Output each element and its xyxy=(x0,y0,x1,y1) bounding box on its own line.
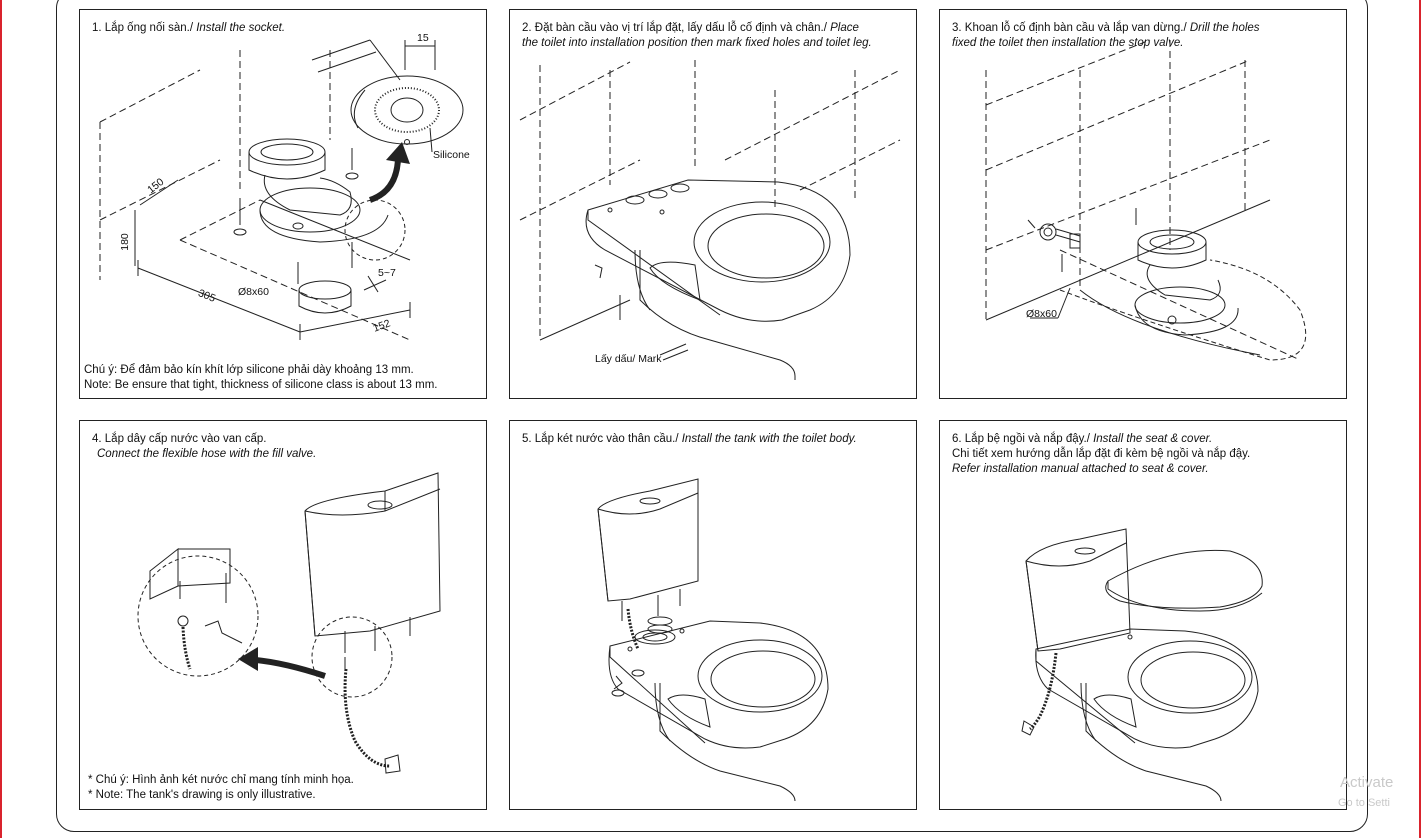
step-4-hose-drawing xyxy=(80,421,487,810)
mark-label-vi: Lấy dấu/ xyxy=(595,353,639,365)
step-1-note-vi: Chú ý: Để đảm bảo kín khít lớp silicone … xyxy=(84,364,414,376)
panel-step-1: 1. Lắp ống nối sàn./ Install the socket. xyxy=(79,9,487,399)
step-3-drill-drawing xyxy=(940,10,1347,399)
step-3-title: 3. Khoan lỗ cố định bàn cầu và lắp van d… xyxy=(952,21,1338,51)
gap-label: 5~7 xyxy=(378,267,396,279)
step-3-bolt-label: Ø8x60 xyxy=(1026,308,1057,320)
dim-180-label: 180 xyxy=(118,233,131,251)
activation-watermark-line-1: Activate xyxy=(1340,774,1394,791)
panel-step-4: 4. Lắp dây cấp nước vào van cấp. Connect… xyxy=(79,420,487,810)
step-1-title-vi: 1. Lắp ống nối sàn./ xyxy=(92,22,197,34)
panel-step-6: 6. Lắp bệ ngồi và nắp đậy./ Install the … xyxy=(939,420,1347,810)
mark-label-en: Mark xyxy=(638,353,662,365)
step-1-title: 1. Lắp ống nối sàn./ Install the socket. xyxy=(92,21,478,36)
mark-label: Lấy dấu/ Mark xyxy=(595,353,662,365)
step-5-tank-drawing xyxy=(510,421,917,810)
step-1-note-en-prefix: Note: xyxy=(84,379,112,391)
step-3-title-en-1: Drill the holes xyxy=(1189,22,1260,34)
activation-watermark-line-2: Go to Setti xyxy=(1338,797,1390,809)
step-2-title-en-1: Place xyxy=(830,22,859,34)
step-1-note-en: Be ensure that tight, thickness of silic… xyxy=(111,379,438,391)
step-4-note: * Chú ý: Hình ảnh két nước chỉ mang tính… xyxy=(88,773,482,803)
silicone-label: Silicone xyxy=(433,149,470,161)
panel-step-3: 3. Khoan lỗ cố định bàn cầu và lắp van d… xyxy=(939,9,1347,399)
panel-step-2: 2. Đặt bàn cầu vào vị trí lắp đặt, lấy d… xyxy=(509,9,917,399)
step-2-title-vi: 2. Đặt bàn cầu vào vị trí lắp đặt, lấy d… xyxy=(522,22,831,34)
step-4-note-en: * Note: The tank's drawing is only illus… xyxy=(88,789,316,801)
step-6-title-en: Install the seat & cover. xyxy=(1093,433,1213,445)
step-4-note-vi: * Chú ý: Hình ảnh két nước chỉ mang tính… xyxy=(88,774,354,786)
step-5-title: 5. Lắp két nước vào thân cầu./ Install t… xyxy=(522,432,908,447)
step-6-seat-drawing xyxy=(940,421,1347,810)
step-2-title: 2. Đặt bàn cầu vào vị trí lắp đặt, lấy d… xyxy=(522,21,908,51)
step-3-title-en-2: fixed the toilet then installation the s… xyxy=(952,37,1184,49)
step-1-note: Chú ý: Để đảm bảo kín khít lớp silicone … xyxy=(84,363,482,393)
step-6-line-3: Refer installation manual attached to se… xyxy=(952,463,1209,475)
step-2-title-en-2: the toilet into installation position th… xyxy=(522,37,872,49)
step-3-title-vi: 3. Khoan lỗ cố định bàn cầu và lắp van d… xyxy=(952,22,1190,34)
step-5-title-vi: 5. Lắp két nước vào thân cầu./ xyxy=(522,433,682,445)
step-1-title-en: Install the socket. xyxy=(196,22,286,34)
step-4-title: 4. Lắp dây cấp nước vào van cấp. Connect… xyxy=(92,432,478,462)
dim-15-label: 15 xyxy=(417,32,429,44)
step-6-title: 6. Lắp bệ ngồi và nắp đậy./ Install the … xyxy=(952,432,1338,477)
step-1-socket-drawing xyxy=(80,10,487,399)
step-6-title-vi: 6. Lắp bệ ngồi và nắp đậy./ xyxy=(952,433,1094,445)
bolt-size-label: Ø8x60 xyxy=(238,286,269,298)
step-4-title-vi: 4. Lắp dây cấp nước vào van cấp. xyxy=(92,433,267,445)
step-5-title-en: Install the tank with the toilet body. xyxy=(681,433,857,445)
step-4-title-en: Connect the flexible hose with the fill … xyxy=(97,448,317,460)
panel-step-5: 5. Lắp két nước vào thân cầu./ Install t… xyxy=(509,420,917,810)
step-6-line-2: Chi tiết xem hướng dẫn lắp đặt đi kèm bệ… xyxy=(952,448,1251,460)
sheet-border xyxy=(56,0,1368,832)
right-margin-line xyxy=(1419,0,1421,838)
left-margin-line xyxy=(0,0,2,838)
step-2-toilet-drawing xyxy=(510,10,917,399)
